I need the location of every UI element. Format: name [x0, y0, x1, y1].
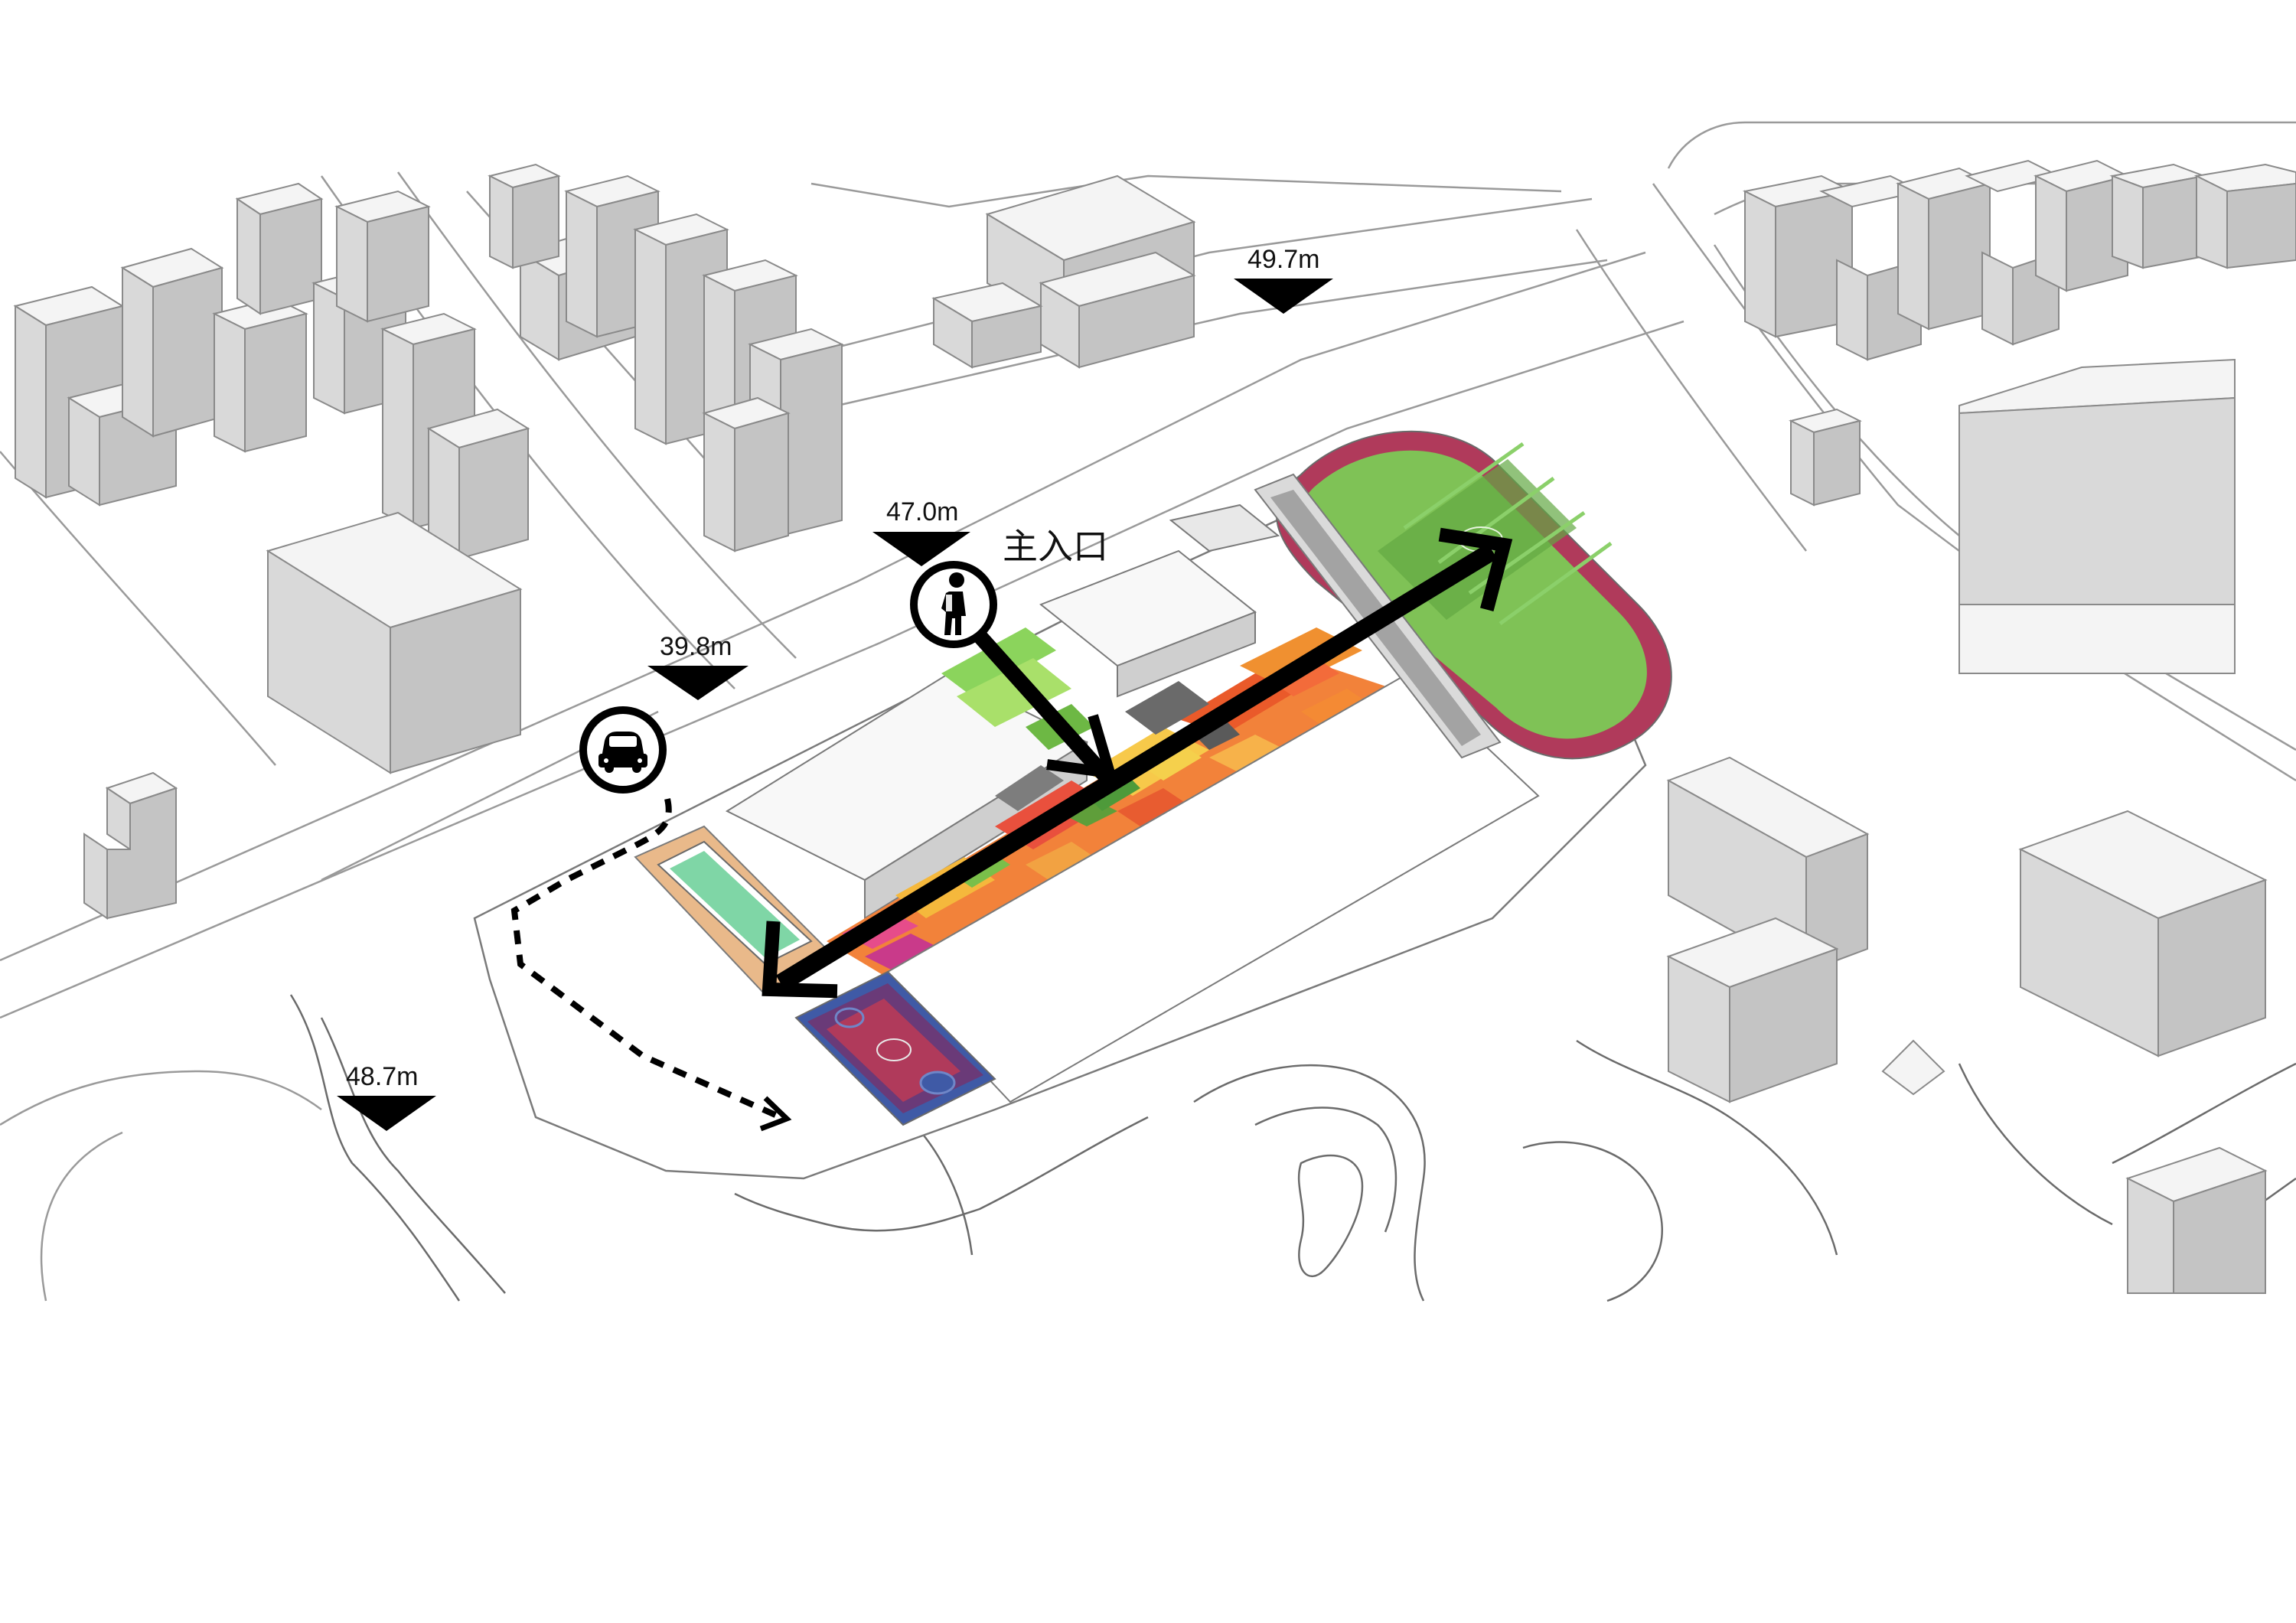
elevation-marker-47-0: 47.0m	[872, 497, 970, 566]
pedestrian-entry-arrowhead	[1046, 714, 1117, 780]
context-buildings-top-center	[83, 163, 1196, 920]
vehicle-route-arrowhead	[759, 1096, 792, 1132]
triangle-down-icon	[647, 666, 748, 700]
triangle-down-icon	[872, 532, 970, 566]
context-buildings-top-left	[13, 182, 530, 560]
arrowhead-sw	[762, 921, 838, 999]
triangle-down-icon	[1234, 279, 1333, 314]
pedestrian-entry-line	[966, 622, 1112, 782]
vehicle-route	[510, 798, 782, 1120]
elevation-marker-48-7: 48.7m	[337, 1062, 436, 1131]
pedestrian-icon	[910, 561, 997, 648]
main-axis-line	[775, 543, 1498, 992]
basketball-court	[794, 970, 996, 1126]
elevation-marker-39-8: 39.8m	[647, 632, 748, 700]
elevation-label: 49.7m	[1247, 245, 1320, 274]
triangle-down-icon	[337, 1096, 436, 1131]
context-buildings-right	[1666, 159, 2296, 1294]
main-entrance-label: 主入口	[1003, 526, 1108, 567]
road-network	[0, 121, 2296, 1302]
car-icon	[579, 706, 667, 794]
elevation-marker-49-7: 49.7m	[1234, 245, 1333, 314]
circulation-arrows	[510, 527, 1513, 1132]
elevation-label: 39.8m	[660, 632, 732, 661]
sports-field	[1254, 430, 1672, 760]
school-site	[473, 430, 1672, 1180]
arrowhead-ne	[1438, 527, 1513, 611]
elevation-label: 47.0m	[886, 497, 959, 526]
elevation-label: 48.7m	[346, 1062, 419, 1091]
